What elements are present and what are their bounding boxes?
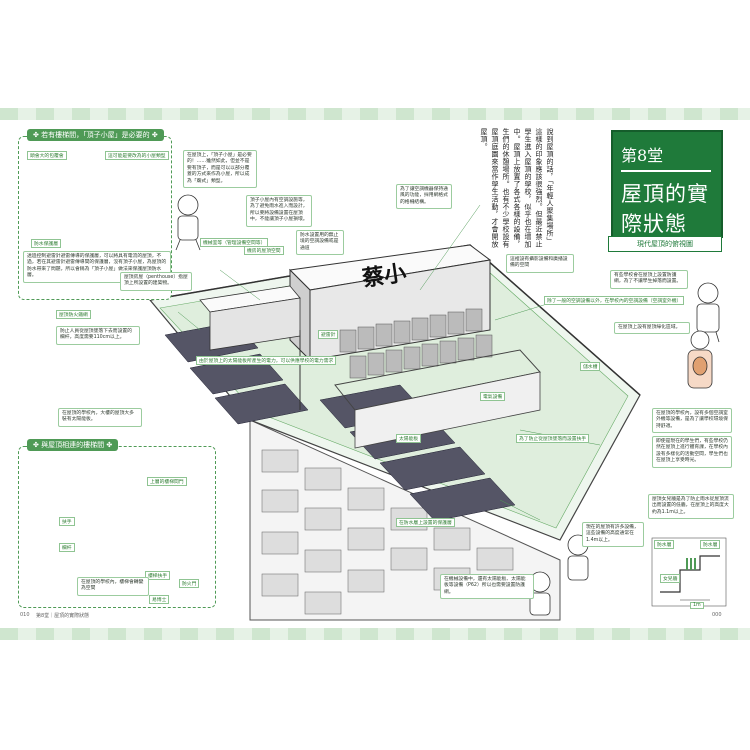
annotation-10: 這裡設有攝影設備和廣播設備的空間 (506, 254, 574, 273)
annotation-19: 有些學校會在屋頂上設置防護網，為了不讓學生掉落而設置。 (610, 270, 688, 289)
annotation-14: 除了一般的空調設備以外，在學校內的空調設備（空調室外機） (544, 296, 685, 305)
annotation-13: 太陽能板 (396, 434, 422, 443)
bottom-box: ✤ 與屋頂相連的樓梯間 ✤ 上層的樓梯間門 扶手 欄杆 樓梯扶手 防火門 在屋頂… (18, 439, 216, 608)
bottom-stripe (0, 628, 750, 640)
top-box-header: ✤ 若有樓梯間，「頂子小屋」是必要的 ✤ (27, 129, 164, 141)
detail-label-3: 女兒牆 (660, 574, 681, 583)
annotation-26: 在防水層上設置的保護層 (396, 518, 455, 527)
annotation-7: 屋頂防火鐵網 (56, 310, 91, 319)
annotation-4: 機房的屋頂空間 (244, 246, 284, 255)
annotation-18: 為了防止從屋頂墜落而設置扶手 (516, 434, 590, 443)
stair-label-rail: 欄杆 (59, 543, 75, 552)
stair-label-handrail: 扶手 (59, 517, 75, 526)
top-box-callout-right: 這可能是要改為的小屋類型 (105, 151, 169, 160)
detail-label-2: 防水層 (700, 540, 721, 549)
top-box-callout-left: 頭會大的包覆會 (27, 151, 67, 160)
annotation-2: 頂子小屋內有空調設施等，為了避免雨水進入而設計，所以要將設備設置在屋頂中，不能讓… (246, 195, 312, 227)
annotation-20: 在屋頂上設有屋頂綠化區域。 (614, 322, 690, 335)
annotation-3: 機械室等（管理設備空間等） (200, 238, 269, 247)
annotation-11: 在屋頂的學校內，大樓的屋頂大多裝有太陽能板。 (58, 408, 142, 427)
annotation-5: 屋頂房屋（penthouse）指屋頂上所設置的建築物。 (120, 272, 192, 291)
stair-label-stair-handrail: 樓梯扶手 (145, 571, 171, 580)
annotation-17: 電氣設備 (480, 392, 506, 401)
detail-label-4: 1m (690, 602, 704, 609)
body-text: 說到屋頂的話，「年輕人聚集場所」這樣的印象應該很強烈。但最近禁止學生進入屋頂的學… (480, 128, 554, 248)
publisher-logo: 易博士 (149, 595, 170, 604)
chapter-divider (621, 170, 711, 172)
top-box-label: 防水保護層 (31, 239, 61, 248)
annotation-8: 為了讓空調機器保持通風的功能，採用網格式的格柵結構。 (396, 184, 452, 210)
annotation-25: 屋頂女兒牆是為了防止雨水從屋頂流出而設置的低牆，在屋頂上的高度大約為1.1m以上… (648, 494, 734, 520)
stair-label-fire-door: 防火門 (179, 579, 200, 588)
chapter-title: 屋頂的實際狀態 (621, 182, 709, 236)
detail-label-1: 防水層 (654, 540, 675, 549)
annotation-24: 現在的屋頂有許多設備，這些設備的高度通常在1.4m以上。 (582, 522, 644, 548)
page-number-right: 000 (712, 612, 722, 618)
annotation-16: 儲水槽 (580, 362, 601, 371)
annotation-9: 防止人員從屋頂墜落下去而設置的欄杆，高度需要110cm以上。 (56, 326, 140, 345)
footer-left: 第8堂｜屋頂的實際狀態 (36, 613, 90, 619)
annotation-12: 由於屋頂上的太陽能板所產生的電力，可以供應學校的電力需求 (196, 356, 337, 365)
top-stripe (0, 108, 750, 120)
stair-label-upper-door: 上層的樓梯間門 (147, 477, 187, 486)
chapter-label: 第8堂 (621, 146, 664, 165)
annotation-23: 即使是現在的學生們，有些學校仍然在屋頂上進行體育課，在學校內設有多樣化的活動空間… (652, 436, 732, 468)
bottom-box-header: ✤ 與屋頂相連的樓梯間 ✤ (27, 439, 119, 451)
annotation-15: 避雷針 (318, 330, 339, 339)
annotation-1: 在屋頂上，「頂子小屋」是必要的！……雖然如此，但並不是要有頂子，而是可以以部分覆… (183, 150, 257, 189)
chapter-title-block: 第8堂 屋頂的實際狀態 (611, 130, 723, 238)
building-sign: 蔡小 (360, 260, 408, 292)
annotation-22: 在機械設備中，還有太陽能板、太陽能板等設備（P62）所以也需要設置防護網。 (440, 574, 534, 600)
stair-note: 在屋頂的學校內，樓梯會轉變為空間 (77, 577, 149, 596)
annotation-21: 在屋頂的學校內，設有多個空調室外機等設備，是為了讓學校環境保持舒適。 (652, 408, 732, 434)
section-subtitle: 現代屋頂的俯視圖 (608, 236, 722, 252)
page-number-left: 010 (20, 612, 30, 618)
annotation-6: 防水設置用的無止境的空調設備或是通道 (296, 230, 344, 256)
